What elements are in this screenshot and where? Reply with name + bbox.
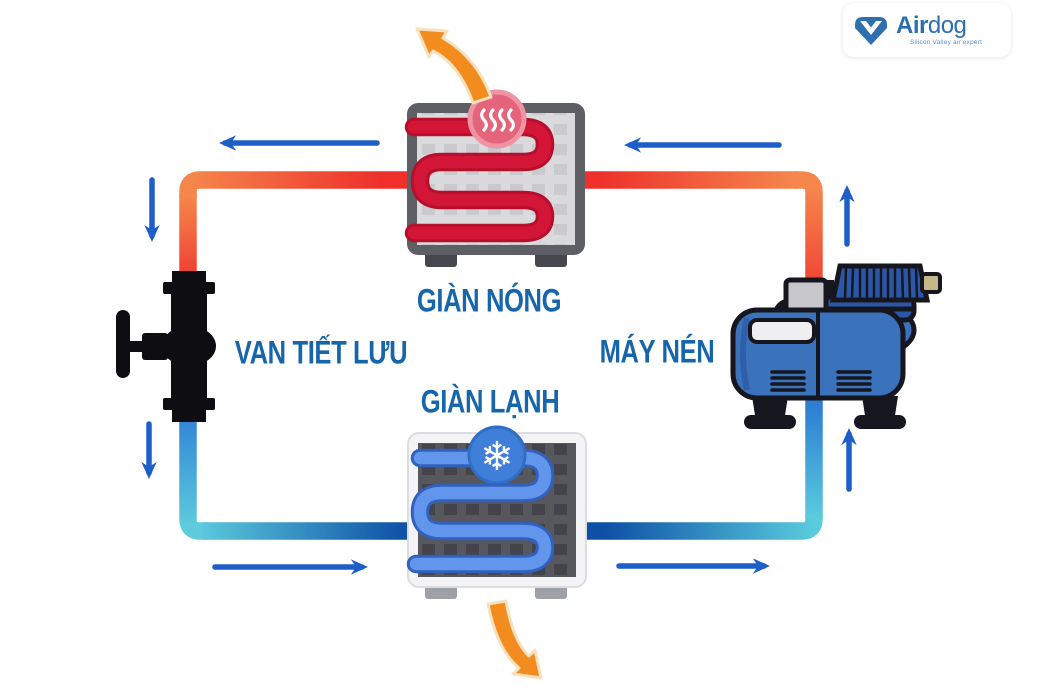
brand-name: Airdog [896,11,967,39]
airdog-logo-mark [855,16,887,45]
flow-arrows [141,135,857,575]
compressor-side-fitting [920,272,942,294]
airdog-logo-text: Airdog Silicon Valley air expert [896,11,983,47]
expansion-valve [116,271,216,422]
heat-icon [467,89,527,149]
svg-text:❄: ❄ [480,434,514,480]
condenser-coil [404,117,555,243]
pipe-cold-left [179,406,208,540]
evaporator-foot-left [425,585,457,599]
evaporator-foot-right [535,585,567,599]
airdog-logo: Airdog Silicon Valley air expert [843,3,1011,57]
valve-handle [116,310,130,378]
expansion-valve-label: VAN TIẾT LƯU [234,334,408,371]
snowflake-icon: ❄ [467,425,527,485]
compressor-unit [730,263,942,429]
pipe-cold-bottom [202,514,823,540]
pipe-hot-top [179,171,798,198]
compressor-label: MÁY NÉN [599,333,715,370]
heat-release-arrow-icon [415,27,493,105]
evaporator-coil [406,448,555,574]
compressor-vents [770,370,872,392]
condenser-foot-right [535,252,567,267]
evaporator-unit [406,432,587,599]
compressor-label-plate [748,318,816,344]
pipe-hot-right [794,171,823,288]
cold-air-arrow-icon [486,599,543,680]
refrigerant-pipes [179,171,823,540]
condenser-label: GIÀN NÓNG [416,282,562,319]
condenser-foot-left [425,252,457,267]
evaporator-label: GIÀN LẠNH [420,383,560,420]
brand-tagline: Silicon Valley air expert [910,38,983,46]
